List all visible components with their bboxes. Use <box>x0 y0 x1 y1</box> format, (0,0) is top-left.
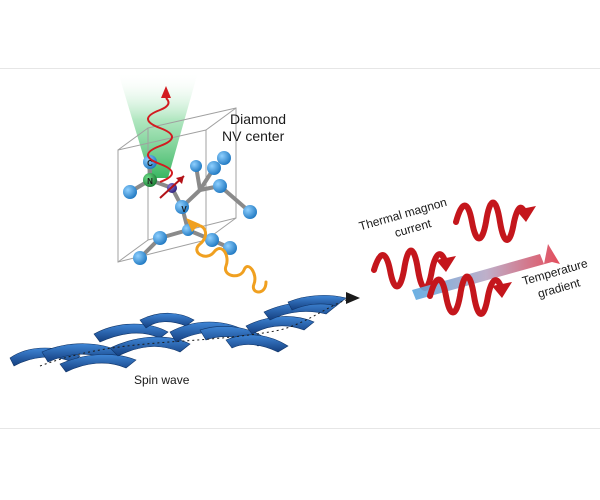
nv-spin-arrow <box>159 175 185 199</box>
nv-center-label-line1: Diamond <box>230 111 286 127</box>
spin-wave-arrowhead <box>346 292 360 304</box>
spin-wave-dashed-path <box>39 297 353 367</box>
bottom-divider <box>0 428 600 429</box>
carbon-atom-labeled <box>143 155 157 169</box>
spin-wave <box>9 295 347 373</box>
magnon-wave-packet-middle <box>371 247 456 291</box>
nv-center-label-line2: NV center <box>222 128 285 144</box>
laser-beam <box>118 72 198 178</box>
temperature-gradient-arrow <box>412 244 560 300</box>
atom-label-c: C <box>147 159 153 168</box>
emission-wave <box>147 86 173 183</box>
microwave-photon <box>186 218 268 294</box>
magnon-wave-packet-bottom <box>427 273 512 317</box>
nitrogen-atom <box>143 173 157 187</box>
carbon-atoms <box>123 151 257 265</box>
atom-label-n: N <box>147 177 153 186</box>
magnon-wave-packet-top <box>453 199 536 243</box>
spin-wave-label: Spin wave <box>134 373 190 387</box>
top-divider <box>0 68 600 69</box>
atom-label-v: V <box>181 205 187 214</box>
